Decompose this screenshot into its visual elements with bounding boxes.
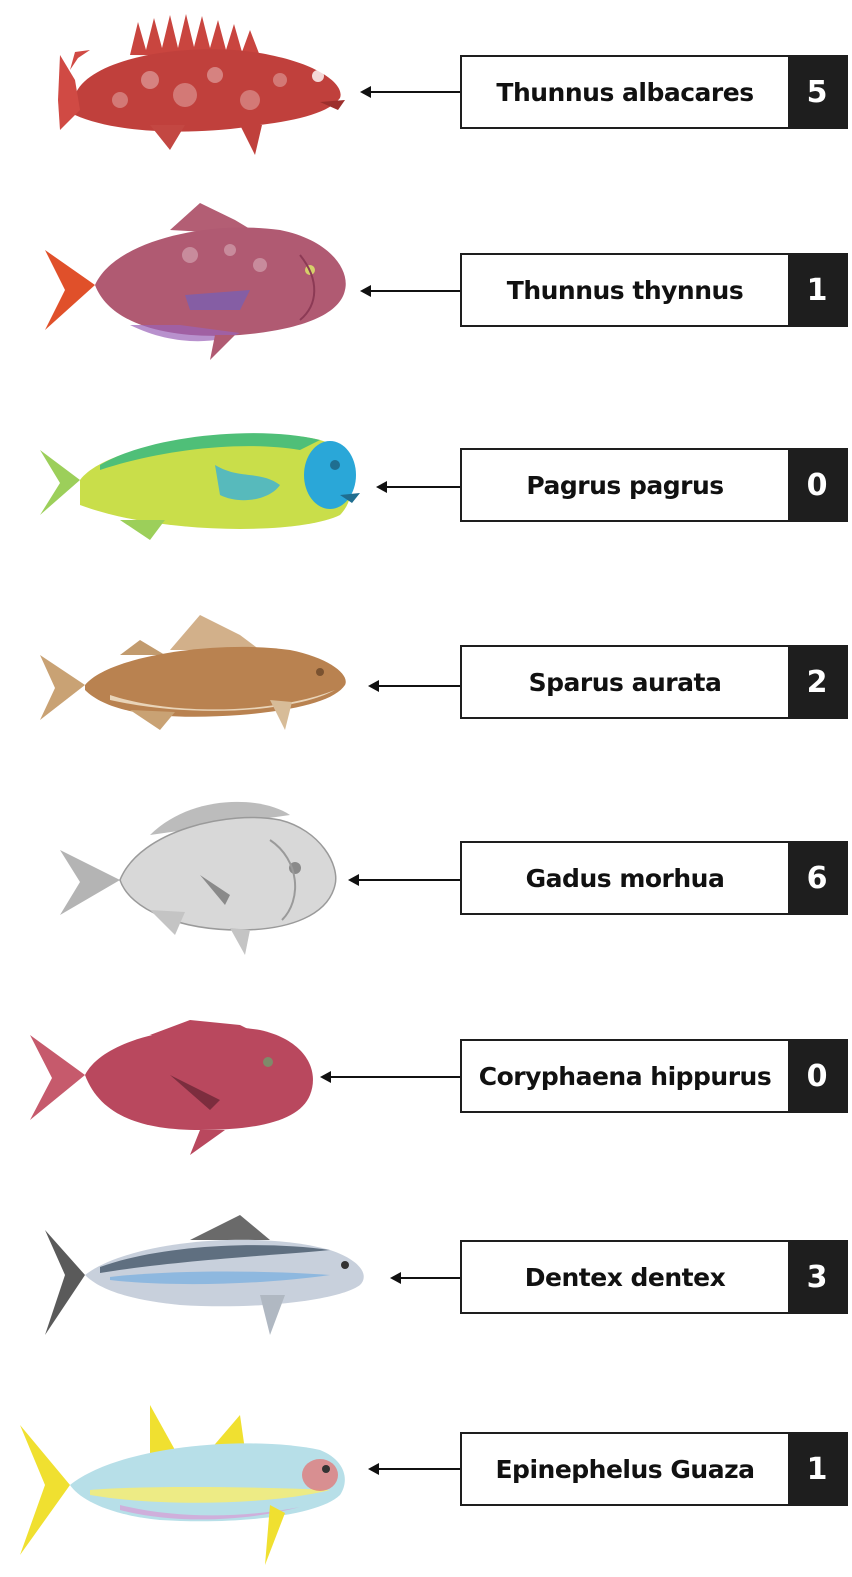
species-label-box: Dentex dentex 3 [460, 1240, 848, 1314]
green-yellow-dolphinfish-icon [40, 433, 360, 540]
species-name: Thunnus albacares [462, 57, 788, 127]
species-name: Pagrus pagrus [462, 450, 788, 520]
species-label-box: Coryphaena hippurus 0 [460, 1039, 848, 1113]
species-number: 1 [788, 255, 846, 325]
match-row: Epinephelus Guaza 1 [0, 1395, 852, 1577]
species-name: Gadus morhua [462, 843, 788, 913]
fish-illustration-7 [0, 1185, 400, 1375]
match-row: Thunnus albacares 5 [0, 0, 852, 180]
fish-illustration-3 [0, 395, 400, 565]
species-name: Dentex dentex [462, 1242, 788, 1312]
arrow-left-icon [368, 674, 462, 698]
species-number: 0 [788, 450, 846, 520]
match-row: Dentex dentex 3 [0, 1185, 852, 1375]
arrow-left-icon [390, 1266, 462, 1290]
arrow-left-icon [320, 1065, 462, 1089]
species-number: 0 [788, 1041, 846, 1111]
species-number: 1 [788, 1434, 846, 1504]
arrow-left-icon [368, 1457, 462, 1481]
species-number: 2 [788, 647, 846, 717]
red-scorpionfish-icon [58, 14, 345, 155]
species-name: Coryphaena hippurus [462, 1041, 788, 1111]
species-name: Thunnus thynnus [462, 255, 788, 325]
species-name: Epinephelus Guaza [462, 1434, 788, 1504]
red-pink-snapper-icon [45, 203, 346, 360]
arrow-left-icon [360, 80, 462, 104]
arrow-left-icon [360, 279, 462, 303]
species-label-box: Pagrus pagrus 0 [460, 448, 848, 522]
fish-illustration-5 [0, 780, 400, 970]
fish-illustration-4 [0, 590, 400, 770]
species-label-box: Gadus morhua 6 [460, 841, 848, 915]
blue-silver-tuna-icon [45, 1215, 364, 1335]
species-label-box: Sparus aurata 2 [460, 645, 848, 719]
species-number: 5 [788, 57, 846, 127]
species-number: 6 [788, 843, 846, 913]
species-label-box: Thunnus albacares 5 [460, 55, 848, 129]
match-row: Thunnus thynnus 1 [0, 185, 852, 375]
arrow-left-icon [348, 868, 462, 892]
fish-illustration-2 [0, 185, 400, 375]
silver-sea-bream-icon [60, 802, 336, 955]
species-name: Sparus aurata [462, 647, 788, 717]
fish-illustration-1 [0, 0, 400, 180]
fish-illustration-8 [0, 1395, 400, 1577]
match-row: Pagrus pagrus 0 [0, 395, 852, 565]
yellowfin-tuna-icon [20, 1405, 345, 1565]
match-row: Coryphaena hippurus 0 [0, 990, 852, 1170]
species-label-box: Thunnus thynnus 1 [460, 253, 848, 327]
arrow-left-icon [376, 475, 462, 499]
brown-cod-icon [40, 615, 346, 730]
species-label-box: Epinephelus Guaza 1 [460, 1432, 848, 1506]
red-dentex-icon [30, 1020, 313, 1155]
match-row: Sparus aurata 2 [0, 590, 852, 770]
species-number: 3 [788, 1242, 846, 1312]
match-row: Gadus morhua 6 [0, 780, 852, 970]
